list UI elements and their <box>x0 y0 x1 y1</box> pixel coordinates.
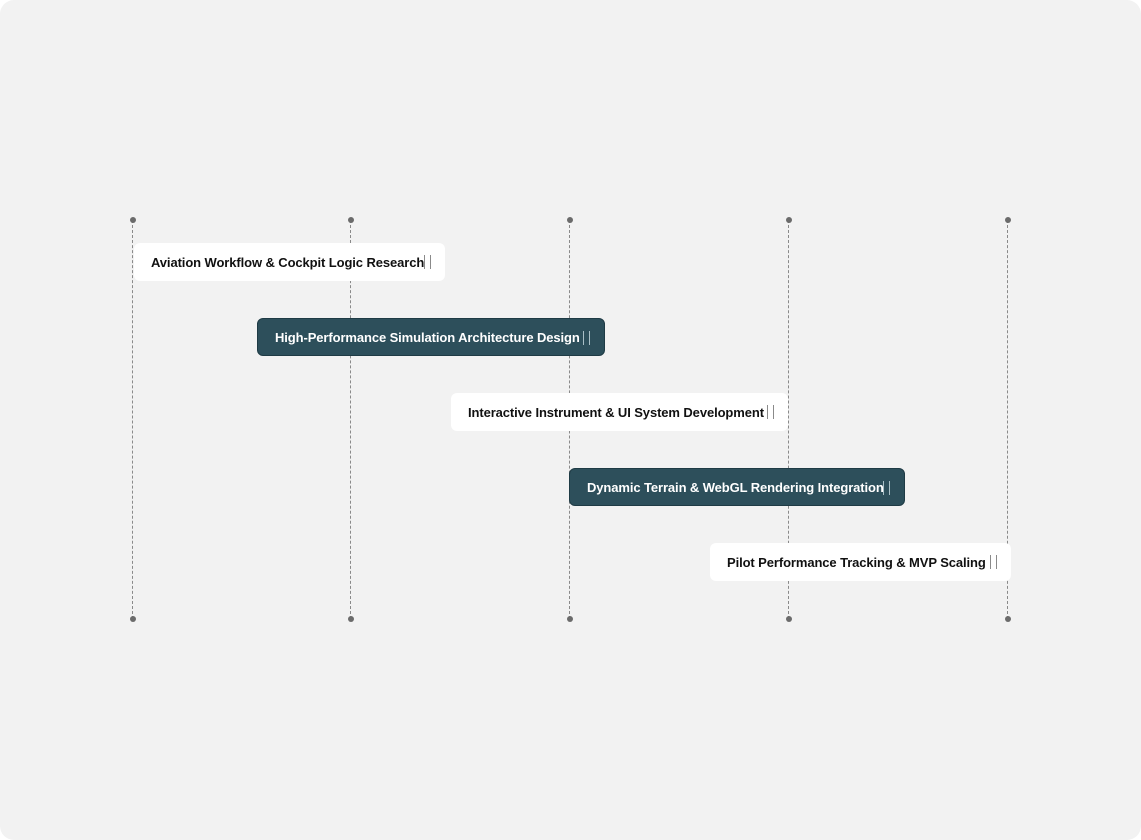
gridline-top-marker-3 <box>567 217 573 223</box>
gridline-bottom-marker-3 <box>567 616 573 622</box>
resize-handle-icon[interactable] <box>424 255 431 269</box>
gridline-top-marker-5 <box>1005 217 1011 223</box>
task-bar-1[interactable]: Aviation Workflow & Cockpit Logic Resear… <box>134 243 445 281</box>
resize-handle-icon[interactable] <box>583 331 590 345</box>
task-bar-4[interactable]: Dynamic Terrain & WebGL Rendering Integr… <box>569 468 905 506</box>
gridline-bottom-marker-5 <box>1005 616 1011 622</box>
gridline-bottom-marker-2 <box>348 616 354 622</box>
gridline-top-marker-2 <box>348 217 354 223</box>
gridline-1 <box>132 220 133 619</box>
task-label: High-Performance Simulation Architecture… <box>275 329 580 345</box>
resize-handle-icon[interactable] <box>990 555 997 569</box>
resize-handle-icon[interactable] <box>883 481 890 495</box>
gridline-top-marker-1 <box>130 217 136 223</box>
resize-handle-icon[interactable] <box>767 405 774 419</box>
gridline-2 <box>350 220 351 619</box>
gridline-5 <box>1007 220 1008 619</box>
task-bar-3[interactable]: Interactive Instrument & UI System Devel… <box>451 393 788 431</box>
gridline-4 <box>788 220 789 619</box>
gridline-bottom-marker-4 <box>786 616 792 622</box>
task-label: Aviation Workflow & Cockpit Logic Resear… <box>151 254 425 270</box>
task-label: Pilot Performance Tracking & MVP Scaling <box>727 554 986 570</box>
gridline-top-marker-4 <box>786 217 792 223</box>
task-bar-2[interactable]: High-Performance Simulation Architecture… <box>257 318 605 356</box>
gridline-bottom-marker-1 <box>130 616 136 622</box>
task-bar-5[interactable]: Pilot Performance Tracking & MVP Scaling <box>710 543 1011 581</box>
task-label: Dynamic Terrain & WebGL Rendering Integr… <box>587 479 884 495</box>
task-label: Interactive Instrument & UI System Devel… <box>468 404 764 420</box>
